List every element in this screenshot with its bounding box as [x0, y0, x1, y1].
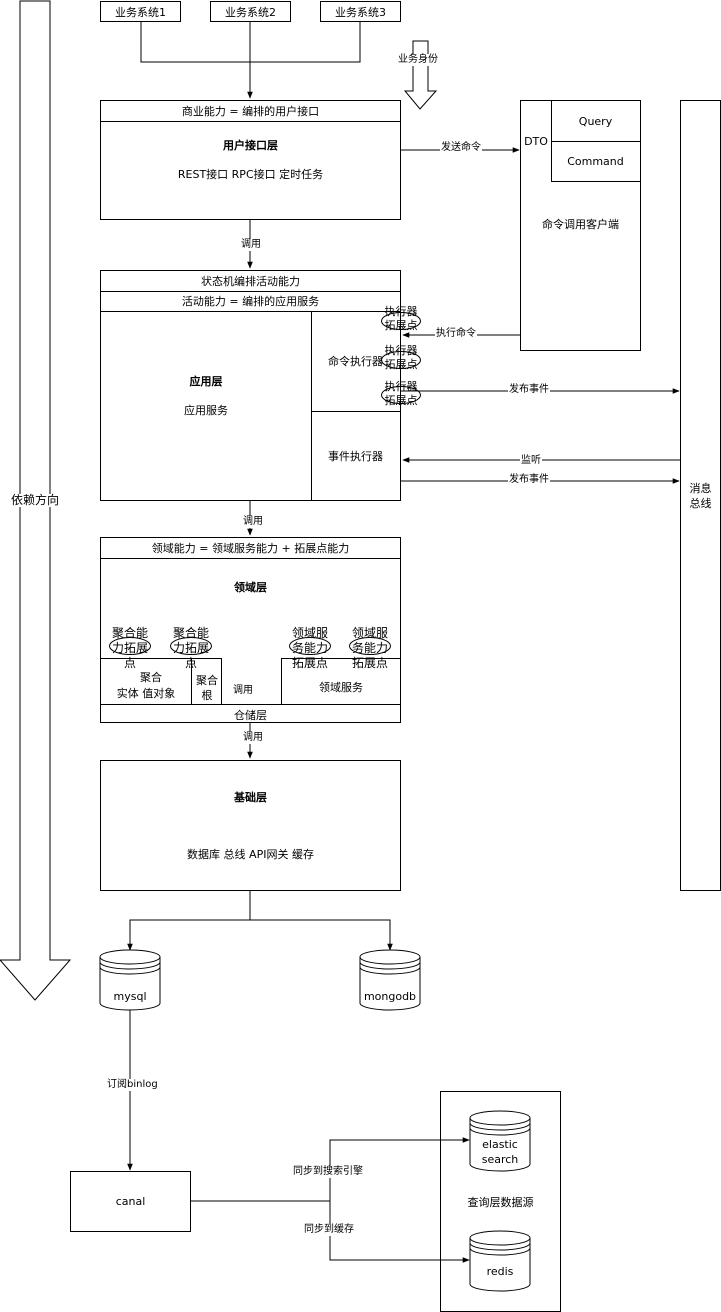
service-ext-point-ellipse-2	[349, 637, 391, 655]
agg-ext-point-1[interactable]: 聚合能力拓展点	[111, 626, 148, 670]
infrastructure-title: 基础层	[234, 791, 267, 804]
agg-ext-point-ellipse-2	[170, 637, 212, 655]
command-client[interactable]: DTO Query Command 命令调用客户端	[520, 100, 641, 351]
user-interface-title: 用户接口层	[223, 139, 278, 152]
user-interface-header: 商业能力 = 编排的用户接口	[101, 101, 400, 122]
user-interface-layer[interactable]: 商业能力 = 编排的用户接口 用户接口层 REST接口 RPC接口 定时任务	[100, 100, 401, 220]
aggregate-label: 聚合	[140, 671, 162, 684]
executor-ext-point-ellipse-1	[381, 312, 421, 330]
query-cell: Query	[551, 101, 640, 142]
domain-layer[interactable]: 领域能力 = 领域服务能力 + 拓展点能力 领域层 聚合 实体 值对象 聚合根 …	[100, 537, 401, 723]
execute-command-label: 执行命令	[435, 328, 477, 340]
redis-cylinder	[469, 1238, 531, 1292]
canal-box[interactable]: canal	[70, 1171, 191, 1232]
redis-label: redis	[486, 1265, 514, 1278]
application-layer[interactable]: 状态机编排活动能力 活动能力 = 编排的应用服务 应用层 应用服务 命令执行器 …	[100, 270, 401, 501]
command-executor[interactable]: 命令执行器	[311, 311, 400, 412]
subscribe-binlog-label: 订阅binlog	[106, 1079, 159, 1091]
sync-search-label: 同步到搜索引擎	[292, 1166, 364, 1178]
service-ext-point-1[interactable]: 领域服务能力拓展点	[291, 626, 328, 670]
publish-event-label-1: 发布事件	[508, 384, 550, 396]
domain-header: 领域能力 = 领域服务能力 + 拓展点能力	[101, 538, 400, 559]
agg-ext-point-2[interactable]: 聚合能力拓展点	[172, 626, 209, 670]
agg-ext-point-ellipse-1	[109, 637, 151, 655]
infrastructure-items: 数据库 总线 API网关 缓存	[187, 848, 314, 861]
application-header-1: 状态机编排活动能力	[101, 271, 400, 292]
business-identity-label: 业务身份	[397, 54, 439, 66]
command-client-label: 命令调用客户端	[542, 218, 619, 231]
system-box-3[interactable]: 业务系统3	[320, 1, 401, 22]
infrastructure-layer[interactable]: 基础层 数据库 总线 API网关 缓存	[100, 760, 401, 891]
domain-service-label: 领域服务	[319, 681, 363, 694]
aggregate-root[interactable]: 聚合根	[191, 659, 221, 704]
mysql-cylinder	[99, 957, 161, 1011]
message-bus-label: 消息总线	[689, 482, 712, 510]
domain-title: 领域层	[234, 581, 267, 594]
call-label-1: 调用	[240, 239, 262, 251]
listen-label: 监听	[520, 455, 542, 467]
repository-layer[interactable]: 仓储层	[101, 704, 400, 724]
sync-cache-label: 同步到缓存	[303, 1224, 355, 1236]
query-data-source[interactable]: 查询层数据源	[440, 1091, 561, 1312]
send-command-label: 发送命令	[440, 142, 482, 154]
aggregate-root-label: 聚合根	[196, 674, 218, 702]
message-bus[interactable]: 消息总线	[680, 100, 721, 891]
mongodb-label: mongodb	[363, 990, 417, 1003]
mongodb-cylinder	[359, 957, 421, 1011]
event-executor[interactable]: 事件执行器	[328, 449, 383, 463]
business-identity-arrow	[403, 40, 438, 110]
call-label-4: 调用	[242, 732, 264, 744]
executor-ext-point-2[interactable]: 执行器拓展点	[384, 344, 418, 371]
application-header-2: 活动能力 = 编排的应用服务	[101, 291, 400, 312]
executor-ext-point-ellipse-2	[381, 351, 421, 369]
call-label-2: 调用	[242, 516, 264, 528]
executor-ext-point-ellipse-3	[381, 386, 421, 404]
system-box-2[interactable]: 业务系统2	[210, 1, 291, 22]
entity-vo-label: 实体 值对象	[116, 687, 176, 700]
user-interface-items: REST接口 RPC接口 定时任务	[177, 168, 324, 181]
elastic-label: elastic search	[481, 1138, 519, 1166]
application-subtitle: 应用服务	[184, 404, 228, 417]
service-ext-point-ellipse-1	[289, 637, 331, 655]
executor-ext-point-3[interactable]: 执行器拓展点	[384, 380, 418, 407]
dto-label: DTO	[521, 101, 552, 181]
query-data-source-label: 查询层数据源	[467, 1196, 534, 1209]
call-label-3: 调用	[232, 685, 254, 697]
dependency-direction-label: 依赖方向	[4, 494, 66, 507]
domain-service-block[interactable]: 领域服务	[281, 658, 400, 704]
application-left-panel: 应用层 应用服务	[101, 311, 312, 500]
service-ext-point-2[interactable]: 领域服务能力拓展点	[351, 626, 388, 670]
publish-event-label-2: 发布事件	[508, 474, 550, 486]
mysql-label: mysql	[113, 990, 147, 1003]
elastic-cylinder	[469, 1118, 531, 1172]
executor-ext-point-1[interactable]: 执行器拓展点	[384, 305, 418, 332]
application-title: 应用层	[189, 375, 223, 388]
system-box-1[interactable]: 业务系统1	[100, 1, 181, 22]
command-cell: Command	[551, 141, 640, 182]
aggregate-block[interactable]: 聚合 实体 值对象 聚合根	[101, 658, 222, 704]
